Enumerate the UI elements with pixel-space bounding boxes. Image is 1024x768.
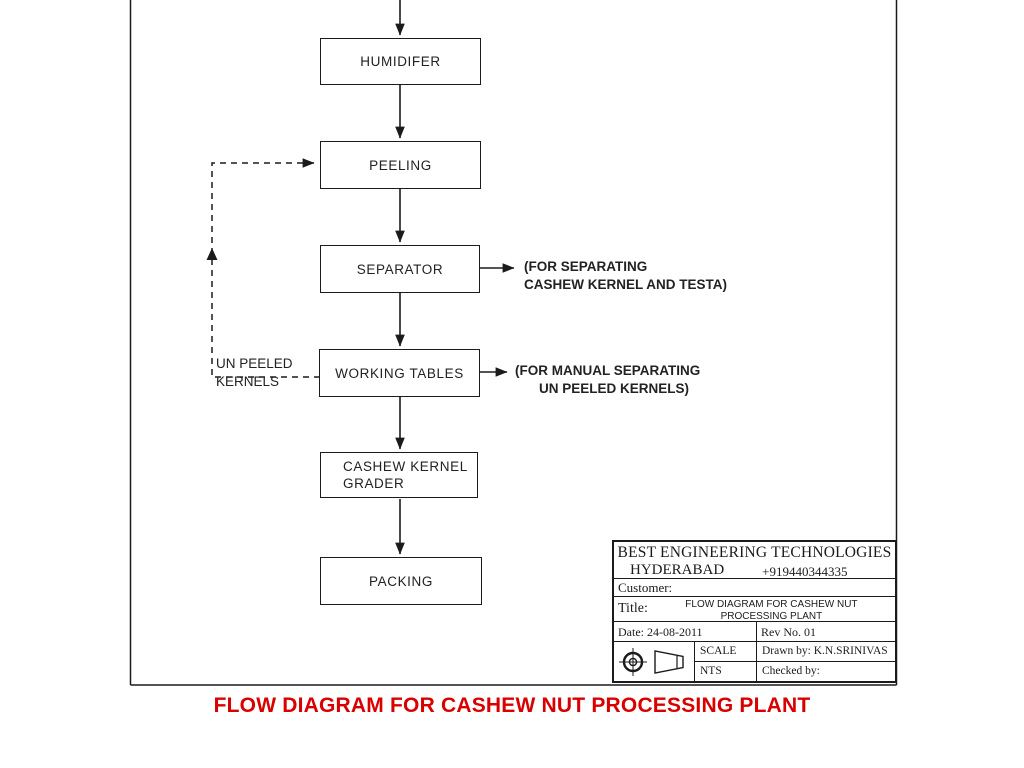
separator-annotation-line2: CASHEW KERNEL AND TESTA)	[524, 277, 728, 292]
rev-value: Rev No. 01	[761, 625, 816, 639]
flow-box-label: CASHEW KERNEL GRADER	[343, 459, 468, 491]
drawing-title-line2: PROCESSING PLANT	[720, 610, 823, 622]
company-name: BEST ENGINEERING TECHNOLOGIES	[617, 544, 892, 561]
flow-box-working-tables: WORKING TABLES	[319, 349, 480, 397]
customer-row: Customer:	[614, 579, 895, 597]
flow-box-label: WORKING TABLES	[335, 365, 464, 381]
date-rev-row: Date: 24-08-2011 Rev No. 01	[614, 622, 895, 642]
scale-label: SCALE	[695, 642, 756, 662]
company-city: HYDERABAD	[630, 562, 725, 578]
title-row: Title: FLOW DIAGRAM FOR CASHEW NUT PROCE…	[614, 597, 895, 622]
flow-box-label: PEELING	[369, 157, 432, 173]
separator-annotation-line1: (FOR SEPARATING	[524, 259, 648, 274]
flow-box-cashew-kernel-grader: CASHEW KERNEL GRADER	[320, 452, 478, 498]
flow-box-separator: SEPARATOR	[320, 245, 480, 293]
drawing-title-line1: FLOW DIAGRAM FOR CASHEW NUT	[685, 599, 858, 610]
flow-box-label: PACKING	[369, 573, 433, 589]
flow-box-peeling: PEELING	[320, 141, 481, 189]
projection-symbol-cell	[614, 642, 695, 682]
working-tables-annotation-line1: (FOR MANUAL SEPARATING	[515, 363, 701, 378]
drawing-title: FLOW DIAGRAM FOR CASHEW NUT PROCESSING P…	[648, 597, 895, 621]
drawn-by: Drawn by: K.N.SRINIVAS	[757, 642, 895, 662]
slide-caption: FLOW DIAGRAM FOR CASHEW NUT PROCESSING P…	[213, 694, 811, 717]
company-phone: +919440344335	[762, 564, 848, 579]
scale-column: SCALE NTS	[695, 642, 757, 682]
checked-by: Checked by:	[762, 665, 820, 677]
customer-label: Customer:	[618, 580, 673, 595]
title-label: Title:	[618, 601, 648, 616]
working-tables-annotation: (FOR MANUAL SEPARATING UN PEELED KERNELS…	[515, 362, 700, 398]
projection-symbol-icon	[619, 648, 684, 676]
flow-box-packing: PACKING	[320, 557, 482, 605]
date-value: Date: 24-08-2011	[614, 622, 757, 641]
dashed-feedback-path	[211, 158, 320, 378]
feedback-loop-label-line2: KERNELS	[216, 374, 280, 389]
flow-box-label: HUMIDIFER	[360, 54, 441, 69]
title-block: BEST ENGINEERING TECHNOLOGIES HYDERABAD …	[612, 540, 897, 683]
separator-annotation: (FOR SEPARATING CASHEW KERNEL AND TESTA)	[524, 258, 727, 294]
signoff-column: Drawn by: K.N.SRINIVAS Checked by:	[757, 642, 895, 682]
working-tables-annotation-line2: UN PEELED KERNELS)	[539, 381, 690, 396]
flow-box-humidifer: HUMIDIFER	[320, 38, 481, 85]
dashed-feedback-up-arrowhead	[206, 248, 218, 260]
title-block-company-row: BEST ENGINEERING TECHNOLOGIES HYDERABAD …	[614, 542, 895, 579]
feedback-loop-label-line1: UN PEELED	[216, 356, 293, 371]
scale-value: NTS	[700, 665, 722, 677]
flow-box-label: SEPARATOR	[356, 261, 444, 277]
feedback-loop-label: UN PEELED KERNELS	[216, 355, 293, 391]
title-block-bottom: SCALE NTS Drawn by: K.N.SRINIVAS Checked…	[614, 642, 895, 682]
